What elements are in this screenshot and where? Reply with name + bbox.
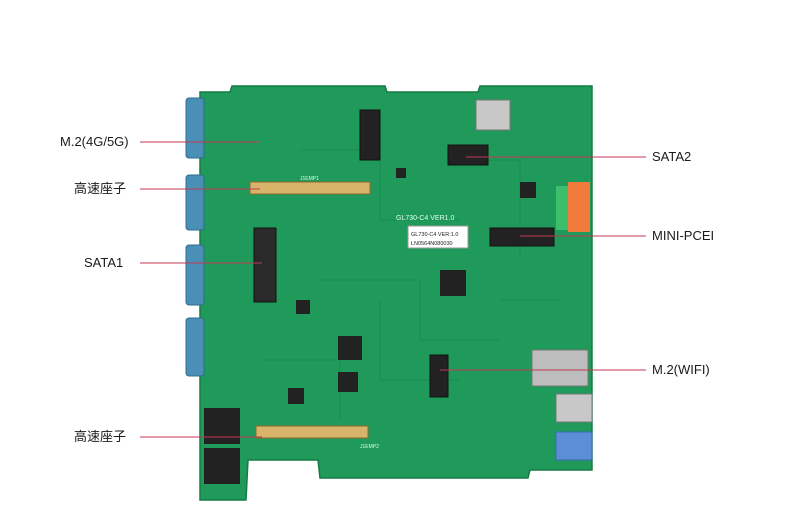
- sim-slot: [531, 349, 589, 387]
- connector-top-ref: J1EMP1: [300, 176, 319, 182]
- label-sata2: SATA2: [652, 149, 692, 164]
- sata2-socket: [447, 144, 489, 166]
- board-connector-bottom-shape: [255, 425, 369, 439]
- m2-4g-slot: [359, 109, 381, 161]
- sticker: [407, 225, 469, 249]
- terminal-block-orange: [568, 182, 590, 232]
- sticker-serial: LN0564N080030: [411, 241, 453, 247]
- sticker-model: GL730-C4 VER:1.0: [411, 232, 458, 238]
- label-board-connector-top: 高速座子: [74, 181, 127, 196]
- label-m2-4g5g: M.2(4G/5G): [60, 134, 129, 149]
- label-sata1: SATA1: [84, 255, 124, 270]
- usb-top: [475, 99, 511, 131]
- chips: [288, 168, 536, 404]
- sata1-socket: [253, 227, 277, 303]
- label-m2-wifi: M.2(WIFI): [652, 362, 710, 377]
- left-connector-2: [204, 448, 240, 484]
- label-board-connector-bottom: 高速座子: [74, 429, 127, 444]
- board-connector-top-shape: [249, 181, 371, 195]
- usb-right-1: [555, 393, 593, 423]
- label-mini-pcie: MINI-PCEI: [652, 228, 715, 243]
- terminal-block-green: [556, 186, 568, 230]
- leader-lines: [140, 141, 646, 438]
- usb-right-2: [555, 431, 593, 461]
- connector-bottom-ref: J1EMP2: [360, 444, 379, 450]
- mini-pcie-socket: [489, 227, 555, 247]
- silkscreen-model: GL730-C4 VER1.0: [396, 215, 454, 222]
- m2-wifi-socket: [429, 354, 449, 398]
- left-connector-1: [204, 408, 240, 444]
